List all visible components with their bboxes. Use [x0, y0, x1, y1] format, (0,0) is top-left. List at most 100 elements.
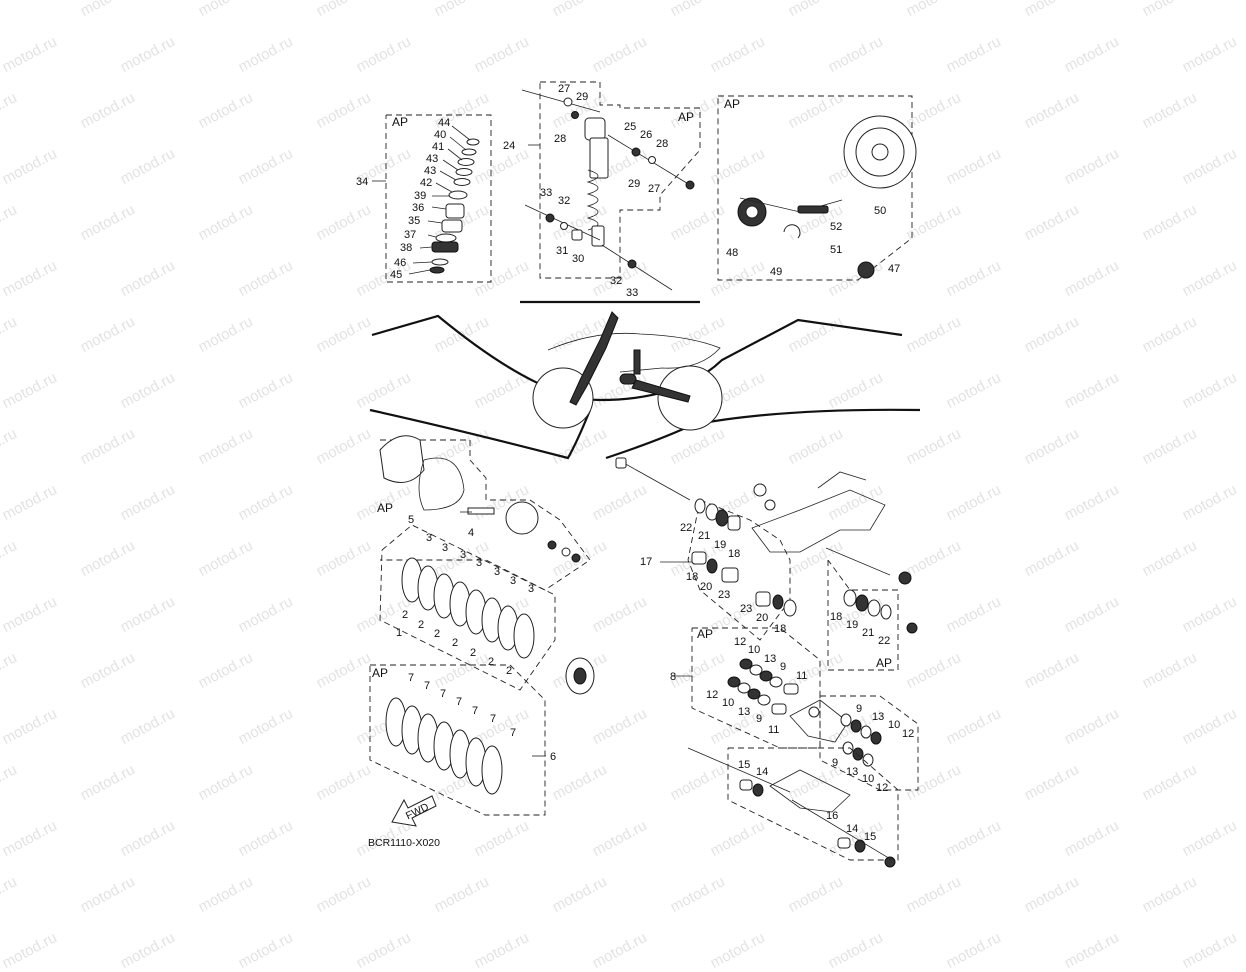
watermark-text: motod.ru: [0, 929, 60, 972]
callout-11b: 11: [768, 724, 779, 736]
callout-27b: 27: [648, 183, 660, 195]
callout-29: 29: [576, 91, 588, 103]
callout-22: 22: [680, 522, 692, 534]
callout-12: 12: [734, 636, 746, 648]
callout-21b: 21: [862, 627, 874, 639]
callout-2g: 2: [506, 665, 512, 677]
callout-31: 31: [556, 245, 568, 257]
callout-7c: 7: [440, 688, 446, 700]
callout-39: 39: [414, 190, 426, 202]
clutch-cover-group: AP: [377, 435, 591, 591]
callout-13d: 13: [846, 766, 858, 778]
callout-9b: 9: [756, 713, 762, 725]
motorcycle-overview: [369, 300, 921, 460]
callout-7: 7: [408, 672, 414, 684]
callout-16: 16: [826, 810, 838, 822]
callout-3e: 3: [494, 566, 500, 578]
callout-6: 6: [550, 751, 556, 763]
callout-7d: 7: [456, 696, 462, 708]
callout-2c: 2: [434, 628, 440, 640]
drive-chain-group: AP: [717, 95, 917, 281]
parts-diagram: AP 44 40 41 43 43 42 39 36 3: [356, 81, 921, 868]
callout-9d: 9: [832, 757, 838, 769]
swingarm-callouts: 22 21 19 18 17 18 20 23 23 20 18 18 19 2…: [640, 522, 890, 647]
callout-41: 41: [432, 141, 444, 153]
callout-13: 13: [764, 653, 776, 665]
ap-label: AP: [697, 627, 713, 641]
callout-8: 8: [670, 671, 676, 683]
callout-32b: 32: [610, 275, 622, 287]
rear-shock-group: AP: [521, 81, 701, 291]
clutch-plate-group: [379, 524, 595, 695]
callout-37: 37: [404, 229, 416, 241]
callout-12b: 12: [706, 689, 718, 701]
callout-42: 42: [420, 177, 432, 189]
callout-40: 40: [434, 129, 446, 141]
diagram-code: BCR1110-X020: [368, 837, 440, 849]
callout-7e: 7: [472, 705, 478, 717]
callout-18b: 18: [686, 571, 698, 583]
callout-33: 33: [540, 187, 552, 199]
callout-10c: 10: [888, 719, 900, 731]
watermark-text: motod.ru: [707, 929, 768, 972]
callout-18d: 18: [830, 611, 842, 623]
watermark-text: motod.ru: [1061, 929, 1122, 972]
fork-spring-callouts: 44 40 41 43 43 42 39 36 35 37 38 46 45 3…: [356, 117, 450, 281]
callout-25: 25: [624, 121, 636, 133]
callout-23b: 23: [740, 603, 752, 615]
callout-36: 36: [412, 202, 424, 214]
ap-label: AP: [678, 110, 694, 124]
callout-22b: 22: [878, 635, 890, 647]
callout-9: 9: [780, 661, 786, 673]
callout-43b: 43: [424, 165, 436, 177]
callout-3b: 3: [442, 542, 448, 554]
callout-20b: 20: [756, 612, 768, 624]
callout-4: 4: [468, 527, 474, 539]
drive-chain-callouts: 50 52 51 48 49 47: [726, 205, 900, 278]
callout-14b: 14: [846, 823, 858, 835]
callout-21: 21: [698, 530, 710, 542]
watermark-text: motod.ru: [117, 929, 178, 972]
callout-38: 38: [400, 242, 412, 254]
callout-19b: 19: [846, 619, 858, 631]
fork-spring-group: AP: [372, 114, 492, 283]
callout-50: 50: [874, 205, 886, 217]
callout-48: 48: [726, 247, 738, 259]
callout-2f: 2: [488, 656, 494, 668]
callout-49: 49: [770, 266, 782, 278]
callout-9c: 9: [856, 703, 862, 715]
watermark-text: motod.ru: [943, 929, 1004, 972]
callout-32: 32: [558, 195, 570, 207]
callout-12c: 12: [902, 728, 914, 740]
callout-13b: 13: [738, 706, 750, 718]
callout-10: 10: [748, 644, 760, 656]
relay-arm-callouts: 12 10 13 9 11 8 12 10 13 9 11: [670, 636, 807, 736]
callout-12d: 12: [876, 782, 888, 794]
watermark-text: motod.ru: [589, 929, 650, 972]
callout-11: 11: [796, 670, 807, 682]
callout-28b: 28: [656, 138, 668, 150]
callout-3d: 3: [476, 557, 482, 569]
callout-46: 46: [394, 257, 406, 269]
callout-23: 23: [718, 589, 730, 601]
callout-14: 14: [756, 766, 768, 778]
callout-10d: 10: [862, 773, 874, 785]
callout-15b: 15: [864, 831, 876, 843]
callout-13c: 13: [872, 711, 884, 723]
callout-2e: 2: [470, 647, 476, 659]
callout-10b: 10: [722, 697, 734, 709]
callout-7g: 7: [510, 727, 516, 739]
ap-label: AP: [876, 656, 892, 670]
callout-19: 19: [714, 539, 726, 551]
callout-29b: 29: [628, 178, 640, 190]
connecting-rod-callouts: 9 13 10 12 9 13 10 12 15 14 16 14 15: [738, 703, 914, 843]
callout-52: 52: [830, 221, 842, 233]
connecting-rod-group: [687, 695, 919, 868]
callout-2: 2: [402, 609, 408, 621]
callout-7f: 7: [490, 713, 496, 725]
callout-51: 51: [830, 244, 842, 256]
watermark-text: motod.ru: [1179, 929, 1240, 972]
callout-26: 26: [640, 129, 652, 141]
watermark-text: motod.ru: [353, 929, 414, 972]
callout-27: 27: [558, 83, 570, 95]
